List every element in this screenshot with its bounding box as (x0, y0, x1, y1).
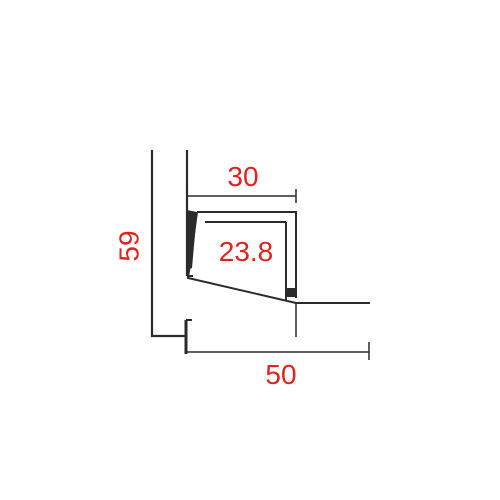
wall-profile (150, 150, 192, 354)
profile-body (186, 211, 370, 304)
dimension-label-bottom: 50 (265, 359, 296, 390)
dimension-label-inner: 23.8 (219, 236, 274, 267)
dimension-bottom (187, 342, 370, 360)
dimension-label-top: 30 (227, 161, 258, 192)
dimension-top (186, 189, 297, 203)
clip-detail (286, 288, 297, 297)
dimension-label-height: 59 (113, 230, 144, 261)
